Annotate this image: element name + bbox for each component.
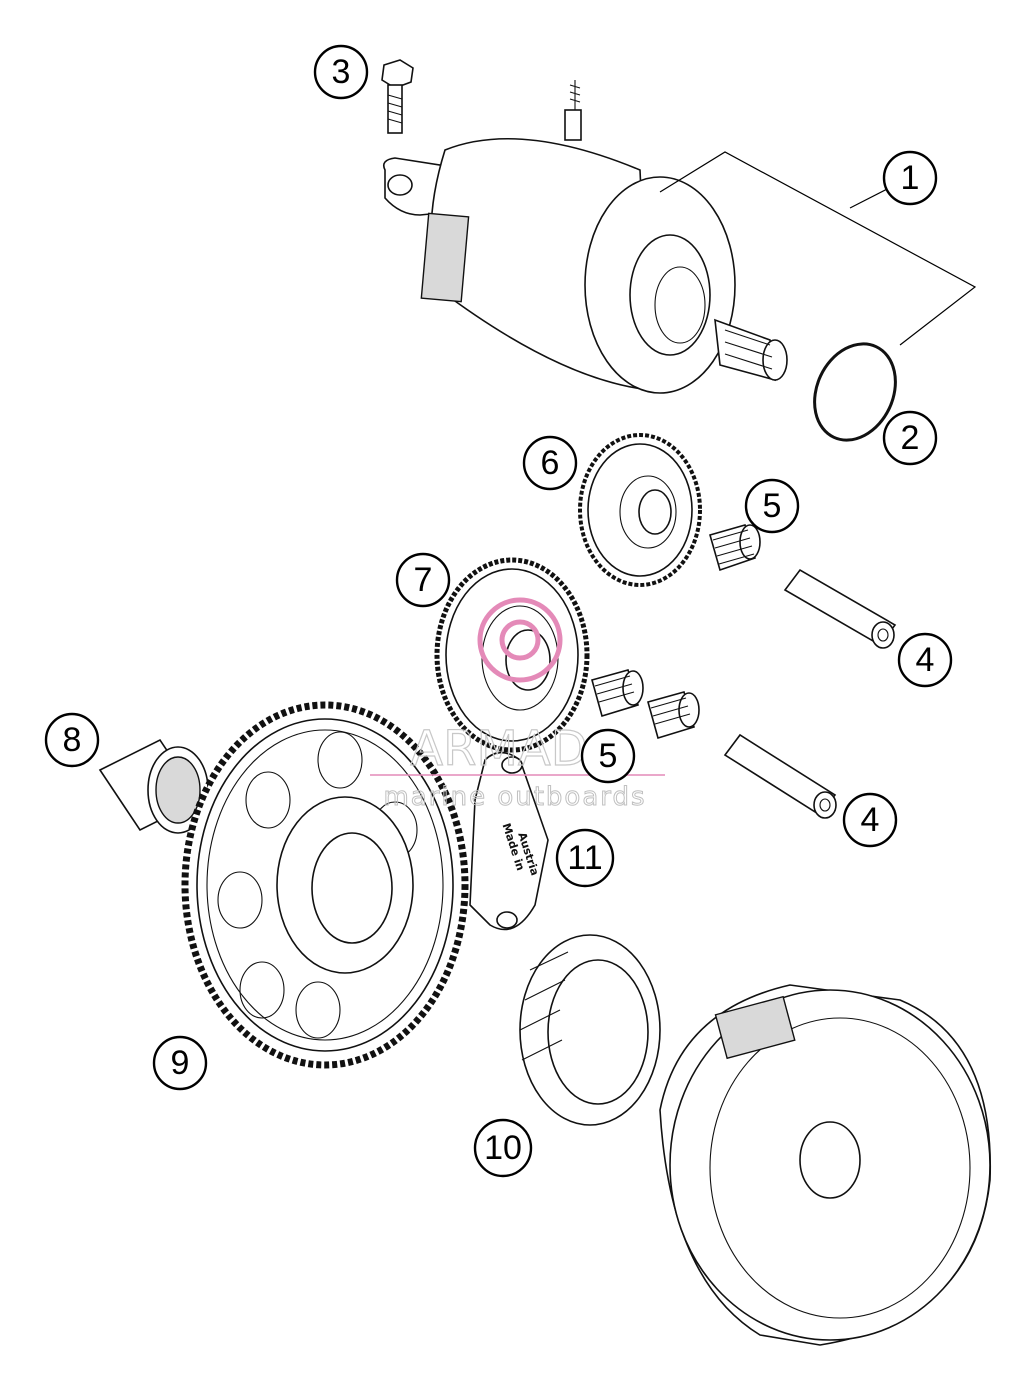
starter-ring-gear	[181, 701, 469, 1069]
leader-1	[659, 151, 977, 346]
callout-5-lower: 5	[580, 728, 636, 784]
svg-text:3: 3	[332, 53, 351, 91]
needle-bearing-upper	[709, 524, 761, 572]
svg-text:11: 11	[567, 839, 602, 877]
svg-text:8: 8	[63, 721, 82, 759]
bearing-bush	[98, 738, 209, 834]
svg-text:4: 4	[861, 801, 880, 839]
watermark-logo	[477, 597, 563, 683]
freewheel-ring	[519, 934, 661, 1126]
callout-5-upper: 5	[744, 478, 800, 534]
svg-text:7: 7	[414, 561, 433, 599]
screw	[381, 59, 414, 134]
svg-text:4: 4	[916, 641, 935, 679]
needle-bearing-pair	[591, 669, 700, 740]
callout-1: 1	[882, 150, 938, 206]
svg-text:2: 2	[901, 419, 920, 457]
starter-motor	[382, 80, 788, 394]
svg-text:6: 6	[541, 444, 560, 482]
svg-text:5: 5	[599, 737, 618, 775]
callout-9: 9	[152, 1035, 208, 1091]
callout-4-lower: 4	[842, 792, 898, 848]
pin-lower	[723, 733, 837, 819]
o-ring	[813, 342, 897, 442]
callout-8: 8	[44, 712, 100, 768]
idler-gear-small	[578, 433, 702, 587]
svg-text:10: 10	[484, 1129, 522, 1167]
flywheel-rotor	[659, 984, 992, 1346]
callout-10: 10	[473, 1118, 533, 1178]
callout-7: 7	[395, 552, 451, 608]
callout-2: 2	[882, 410, 938, 466]
callout-6: 6	[522, 435, 578, 491]
callout-11: 11	[555, 828, 615, 888]
freewheel-carrier: Made in Austria	[469, 751, 549, 931]
watermark-tagline: marine outboards	[383, 782, 646, 812]
svg-text:1: 1	[901, 159, 920, 197]
callout-3: 3	[313, 44, 369, 100]
svg-text:9: 9	[171, 1044, 190, 1082]
pin-upper	[783, 568, 897, 649]
callout-4-upper: 4	[897, 632, 953, 688]
svg-text:5: 5	[763, 487, 782, 525]
